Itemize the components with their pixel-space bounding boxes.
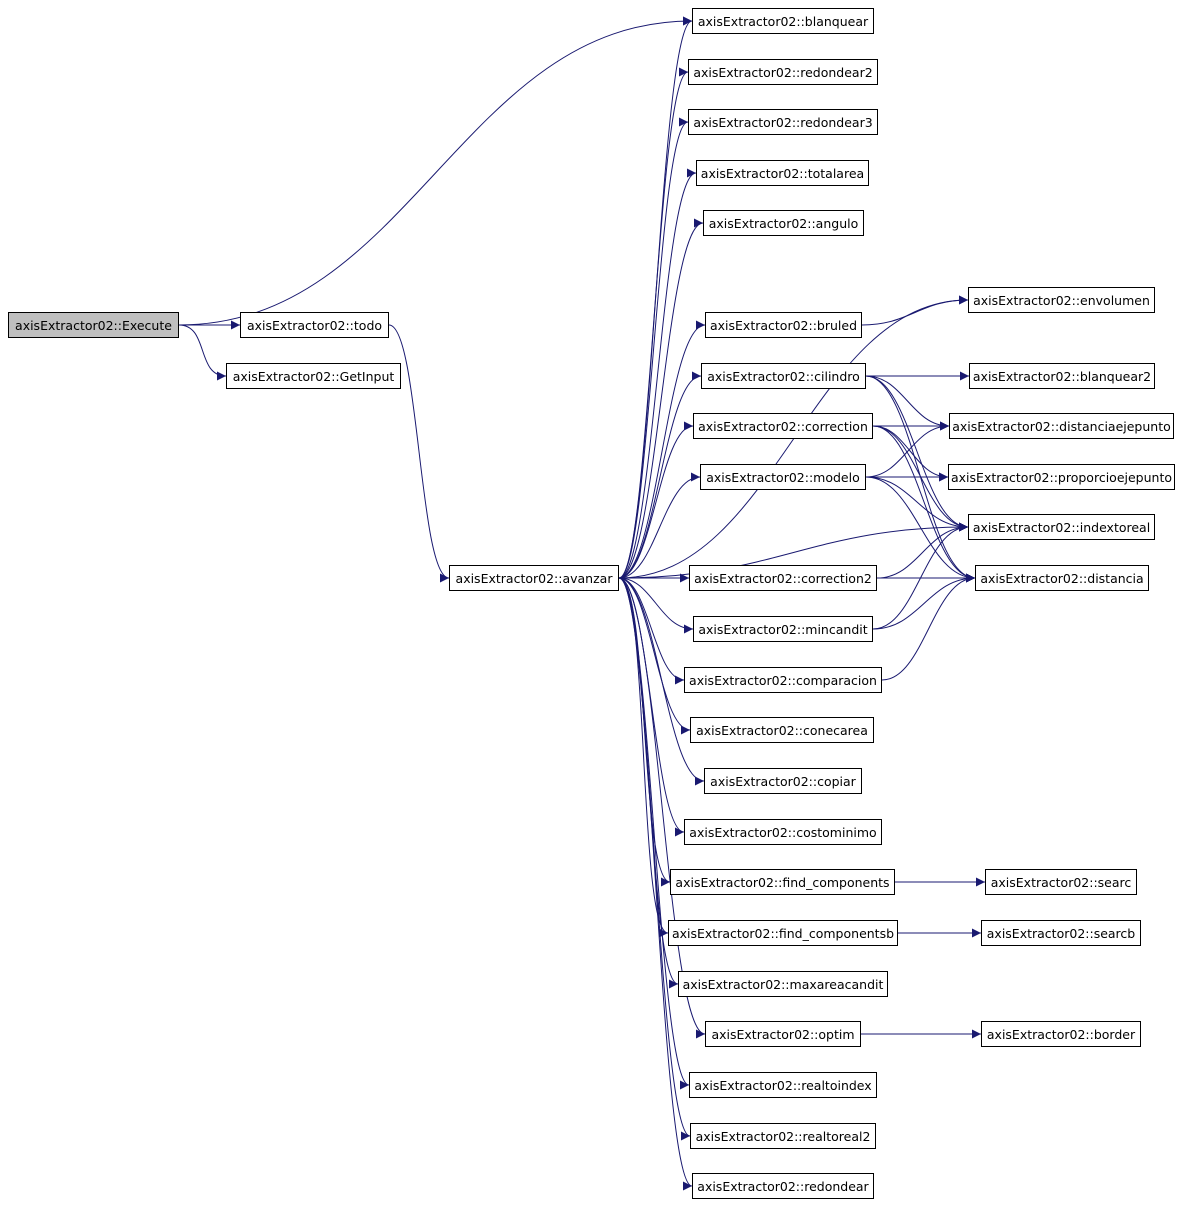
edge-cilindro-to-distanciaejepunto xyxy=(865,375,950,431)
node-totalarea[interactable]: axisExtractor02::totalarea xyxy=(696,160,869,186)
node-redondear[interactable]: axisExtractor02::redondear xyxy=(692,1173,874,1199)
node-realtoreal2[interactable]: axisExtractor02::realtoreal2 xyxy=(690,1123,876,1149)
node-envolumen[interactable]: axisExtractor02::envolumen xyxy=(968,287,1155,313)
node-blanquear[interactable]: axisExtractor02::blanquear xyxy=(692,8,874,34)
edge-execute-to-getinput xyxy=(178,324,227,381)
node-redondear2[interactable]: axisExtractor02::redondear2 xyxy=(688,59,878,85)
edge-avanzar-to-redondear2 xyxy=(618,67,689,579)
node-conecarea[interactable]: axisExtractor02::conecarea xyxy=(690,717,874,743)
edge-avanzar-to-bruled xyxy=(618,320,706,579)
edge-avanzar-to-modelo xyxy=(618,472,701,579)
node-bruled[interactable]: axisExtractor02::bruled xyxy=(705,312,862,338)
edge-avanzar-to-angulo xyxy=(618,218,704,579)
node-proporcioejepunto[interactable]: axisExtractor02::proporcioejepunto xyxy=(948,464,1175,490)
node-modelo[interactable]: axisExtractor02::modelo xyxy=(700,464,866,490)
node-comparacion[interactable]: axisExtractor02::comparacion xyxy=(684,667,882,693)
edge-bruled-to-envolumen xyxy=(861,295,969,326)
node-redondear3[interactable]: axisExtractor02::redondear3 xyxy=(688,109,878,135)
edge-avanzar-to-envolumen xyxy=(618,295,969,579)
node-realtoindex[interactable]: axisExtractor02::realtoindex xyxy=(689,1072,877,1098)
edge-cilindro-to-indextoreal xyxy=(865,375,969,532)
node-copiar[interactable]: axisExtractor02::copiar xyxy=(704,768,862,794)
edge-mincandit-to-indextoreal xyxy=(872,522,969,630)
edge-avanzar-to-redondear xyxy=(618,577,693,1191)
node-searc[interactable]: axisExtractor02::searc xyxy=(985,869,1137,895)
node-find-componentsb[interactable]: axisExtractor02::find_componentsb xyxy=(668,920,898,946)
edge-modelo-to-indextoreal xyxy=(865,476,969,532)
node-correction2[interactable]: axisExtractor02::correction2 xyxy=(689,565,877,591)
edge-avanzar-to-realtoreal2 xyxy=(618,577,691,1141)
node-avanzar[interactable]: axisExtractor02::avanzar xyxy=(449,565,619,591)
node-blanquear2[interactable]: axisExtractor02::blanquear2 xyxy=(969,363,1155,389)
node-distanciaejepunto[interactable]: axisExtractor02::distanciaejepunto xyxy=(949,413,1174,439)
edge-correction2-to-indextoreal xyxy=(876,522,969,579)
node-maxareacandit[interactable]: axisExtractor02::maxareacandit xyxy=(678,971,888,997)
node-cilindro[interactable]: axisExtractor02::cilindro xyxy=(701,363,866,389)
edge-todo-to-avanzar xyxy=(388,324,450,583)
edge-avanzar-to-correction xyxy=(618,421,694,579)
edge-mincandit-to-distancia xyxy=(872,573,976,630)
node-indextoreal[interactable]: axisExtractor02::indextoreal xyxy=(968,514,1155,540)
edge-avanzar-to-mincandit xyxy=(618,577,694,634)
node-execute[interactable]: axisExtractor02::Execute xyxy=(8,312,179,338)
node-costominimo[interactable]: axisExtractor02::costominimo xyxy=(684,819,882,845)
node-todo[interactable]: axisExtractor02::todo xyxy=(240,312,389,338)
edge-avanzar-to-copiar xyxy=(618,577,705,786)
node-mincandit[interactable]: axisExtractor02::mincandit xyxy=(693,616,873,642)
node-optim[interactable]: axisExtractor02::optim xyxy=(705,1021,861,1047)
edge-execute-to-blanquear xyxy=(178,16,693,326)
edge-avanzar-to-totalarea xyxy=(618,168,697,579)
node-searcb[interactable]: axisExtractor02::searcb xyxy=(981,920,1141,946)
edge-comparacion-to-distancia xyxy=(881,573,976,681)
node-find-components[interactable]: axisExtractor02::find_components xyxy=(670,869,895,895)
edge-avanzar-to-find_componentsb xyxy=(618,577,669,938)
edge-modelo-to-distancia xyxy=(865,476,976,583)
node-distancia[interactable]: axisExtractor02::distancia xyxy=(975,565,1149,591)
edge-correction-to-distancia xyxy=(872,425,976,583)
edge-avanzar-to-redondear3 xyxy=(618,117,689,579)
edge-avanzar-to-indextoreal xyxy=(618,522,969,579)
edge-avanzar-to-optim xyxy=(618,577,706,1039)
node-correction[interactable]: axisExtractor02::correction xyxy=(693,413,873,439)
node-border[interactable]: axisExtractor02::border xyxy=(981,1021,1141,1047)
node-angulo[interactable]: axisExtractor02::angulo xyxy=(703,210,864,236)
node-getinput[interactable]: axisExtractor02::GetInput xyxy=(226,363,401,389)
edge-modelo-to-distanciaejepunto xyxy=(865,421,950,478)
